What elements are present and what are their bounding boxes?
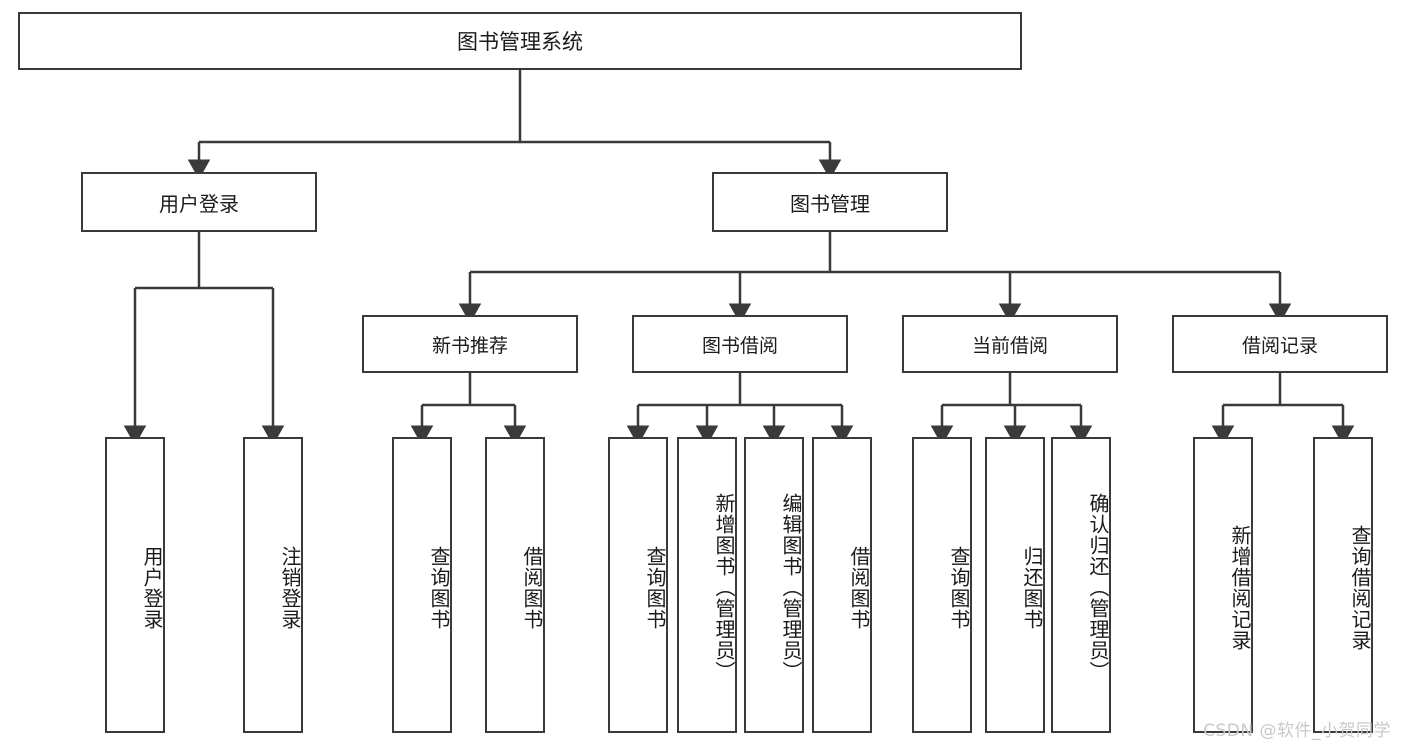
node-book-borrow-label: 图书借阅: [701, 334, 778, 357]
node-book-management-label: 图书管理: [790, 191, 870, 216]
node-book-borrow[interactable]: 图书借阅: [632, 315, 848, 373]
leaf-node-label: 查询借阅记录: [1348, 525, 1372, 651]
node-current-borrow[interactable]: 当前借阅: [902, 315, 1118, 373]
node-current-borrow-label: 当前借阅: [971, 334, 1048, 357]
leaf-node[interactable]: 新增借阅记录: [1193, 437, 1253, 733]
node-new-book-recommend[interactable]: 新书推荐: [362, 315, 578, 373]
leaf-node-label: 注销登录: [278, 546, 302, 630]
leaf-node[interactable]: 查询借阅记录: [1313, 437, 1373, 733]
leaf-node[interactable]: 归还图书: [985, 437, 1045, 733]
leaf-node[interactable]: 查询图书: [392, 437, 452, 733]
node-root-label: 图书管理系统: [457, 30, 583, 54]
node-root[interactable]: 图书管理系统: [18, 12, 1022, 70]
node-borrow-record[interactable]: 借阅记录: [1172, 315, 1388, 373]
node-borrow-record-label: 借阅记录: [1241, 334, 1318, 357]
leaf-node[interactable]: 借阅图书: [812, 437, 872, 733]
leaf-node-label: 查询图书: [643, 546, 667, 630]
leaf-node-label: 编辑图书（管理员）: [779, 492, 803, 682]
leaf-node-label: 用户登录: [140, 546, 164, 630]
leaf-node[interactable]: 新增图书（管理员）: [677, 437, 737, 733]
leaf-node[interactable]: 查询图书: [912, 437, 972, 733]
leaf-node-label: 借阅图书: [520, 546, 544, 630]
leaf-node-label: 查询图书: [427, 546, 451, 630]
leaf-node-label: 新增借阅记录: [1228, 525, 1252, 651]
leaf-node[interactable]: 查询图书: [608, 437, 668, 733]
watermark: CSDN @软件_小贺同学: [1203, 721, 1391, 741]
leaf-node-label: 新增图书（管理员）: [712, 492, 736, 682]
node-user-login[interactable]: 用户登录: [81, 172, 317, 232]
node-book-management[interactable]: 图书管理: [712, 172, 948, 232]
leaf-node-label: 确认归还（管理员）: [1086, 492, 1110, 682]
node-new-book-recommend-label: 新书推荐: [431, 334, 508, 357]
leaf-node-label: 借阅图书: [847, 546, 871, 630]
leaf-node[interactable]: 注销登录: [243, 437, 303, 733]
leaf-node[interactable]: 用户登录: [105, 437, 165, 733]
leaf-node[interactable]: 确认归还（管理员）: [1051, 437, 1111, 733]
leaf-node-label: 归还图书: [1020, 546, 1044, 630]
leaf-node[interactable]: 借阅图书: [485, 437, 545, 733]
leaf-node[interactable]: 编辑图书（管理员）: [744, 437, 804, 733]
leaf-node-label: 查询图书: [947, 546, 971, 630]
node-user-login-label: 用户登录: [159, 191, 239, 216]
